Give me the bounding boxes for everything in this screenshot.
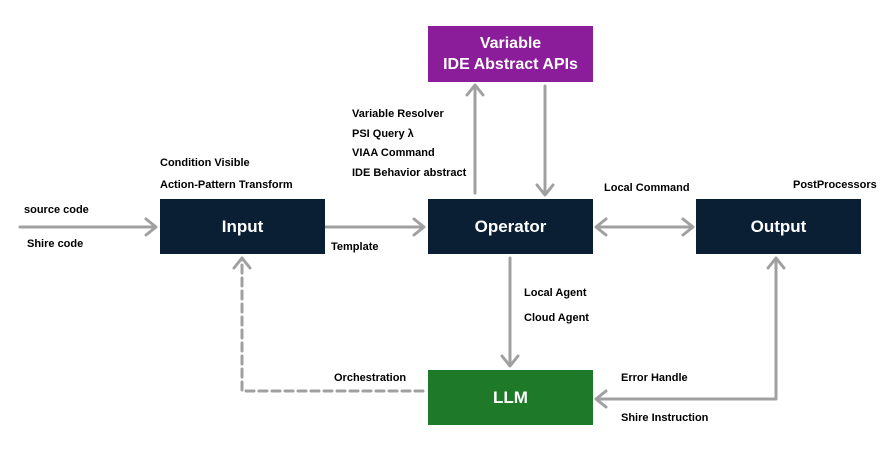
label-shire-code: Shire code [27, 238, 84, 250]
label-ide-behavior-abstract: IDE Behavior abstract [352, 167, 467, 179]
arrowhead-llm-side [594, 389, 608, 409]
label-postprocessors: PostProcessors [793, 179, 877, 191]
arrowhead-output-side [681, 217, 695, 237]
arrowhead-operator-to-llm [500, 354, 520, 368]
label-local-command: Local Command [604, 182, 690, 194]
label-error-handle: Error Handle [621, 372, 688, 384]
input-node: Input [160, 199, 325, 254]
llm-node: LLM [428, 370, 593, 425]
label-cloud-agent: Cloud Agent [524, 312, 589, 324]
arrow-llm-to-input-dashed [240, 257, 425, 393]
label-viaa-command: VIAA Command [352, 147, 435, 159]
operator-node-label: Operator [474, 216, 547, 236]
output-node: Output [696, 199, 861, 254]
label-shire-instruction: Shire Instruction [621, 412, 709, 424]
arrowhead-operator-to-ide [465, 83, 485, 97]
label-source-code: source code [24, 204, 89, 216]
label-variable-resolver: Variable Resolver [352, 108, 444, 120]
label-psi-query: PSI Query λ [352, 128, 414, 140]
label-condition-visible: Condition Visible [160, 157, 250, 169]
label-orchestration: Orchestration [334, 372, 407, 384]
arrowhead-input-to-operator [412, 217, 426, 237]
arrowhead-ide-to-operator [535, 183, 555, 197]
arrowhead-operator-side [594, 217, 608, 237]
ide-abstract-apis-node: Variable IDE Abstract APIs [428, 26, 593, 82]
label-template: Template [331, 241, 379, 253]
arrow-llm-to-output [595, 257, 778, 401]
label-local-agent: Local Agent [524, 287, 587, 299]
operator-node: Operator [428, 199, 593, 254]
arrowhead-source-to-input [144, 217, 158, 237]
llm-node-label: LLM [493, 387, 528, 407]
output-node-label: Output [750, 216, 807, 236]
input-node-label: Input [221, 216, 264, 236]
ide-node-line1: Variable [479, 35, 542, 52]
label-action-pattern-transform: Action-Pattern Transform [160, 179, 293, 191]
arrowhead-output-bottom [766, 256, 786, 270]
arrowhead-input-bottom [232, 256, 252, 270]
ide-node-line2: IDE Abstract APIs [443, 56, 578, 73]
